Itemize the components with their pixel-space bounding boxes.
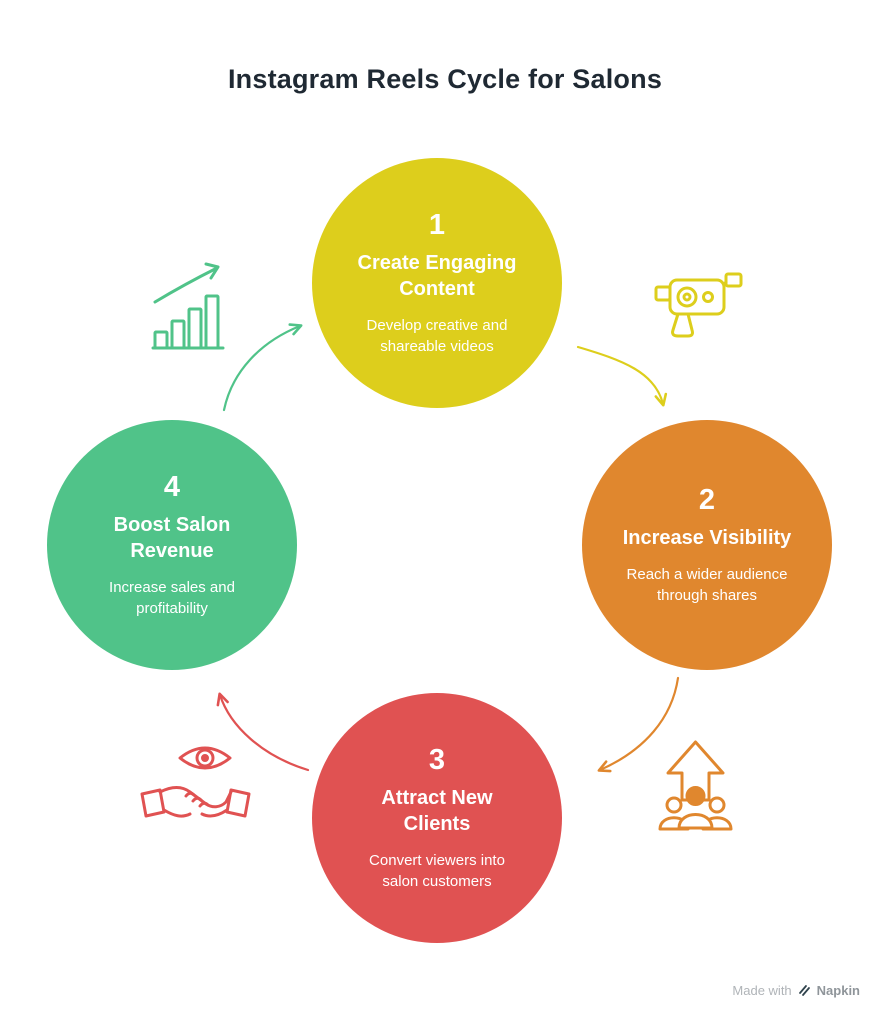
napkin-logo-icon — [798, 985, 810, 996]
step-title: Boost Salon Revenue — [113, 514, 231, 563]
eye-handshake-icon — [140, 746, 251, 818]
step-description: Reach a wider audience through shares — [626, 566, 788, 604]
diagram-title: Instagram Reels Cycle for Salons — [227, 64, 663, 94]
step-circle-3: 3 Attract New Clients Convert viewers in… — [312, 693, 562, 943]
arrow-step1-to-step2 — [576, 345, 668, 407]
step-circle-2: 2 Increase Visibility Reach a wider audi… — [582, 420, 832, 670]
step-description: Develop creative and shareable videos — [366, 317, 508, 355]
video-camera-strokes — [654, 272, 743, 338]
people-up-arrow-strokes — [658, 740, 733, 831]
step-number: 2 — [698, 484, 716, 517]
made-with-napkin: Made with Napkin — [732, 983, 860, 998]
step-circle-1: 1 Create Engaging Content Develop creati… — [312, 158, 562, 408]
step-number: 1 — [428, 209, 446, 242]
growth-chart-icon — [151, 262, 225, 350]
people-up-arrow-icon — [658, 740, 733, 831]
video-camera-icon — [654, 272, 743, 338]
eye-handshake-strokes — [140, 746, 251, 818]
step-title: Create Engaging Content — [357, 252, 517, 301]
napkin-brand: Napkin — [816, 983, 860, 998]
step-title: Increase Visibility — [622, 527, 792, 550]
step-title: Attract New Clients — [381, 787, 493, 836]
step-description: Increase sales and profitability — [109, 579, 235, 617]
growth-chart-strokes — [151, 262, 225, 350]
step-circle-4: 4 Boost Salon Revenue Increase sales and… — [47, 420, 297, 670]
step-number: 4 — [163, 471, 181, 504]
step-description: Convert viewers into salon customers — [369, 852, 505, 890]
step-number: 3 — [428, 744, 446, 777]
made-with-label: Made with — [732, 983, 792, 998]
